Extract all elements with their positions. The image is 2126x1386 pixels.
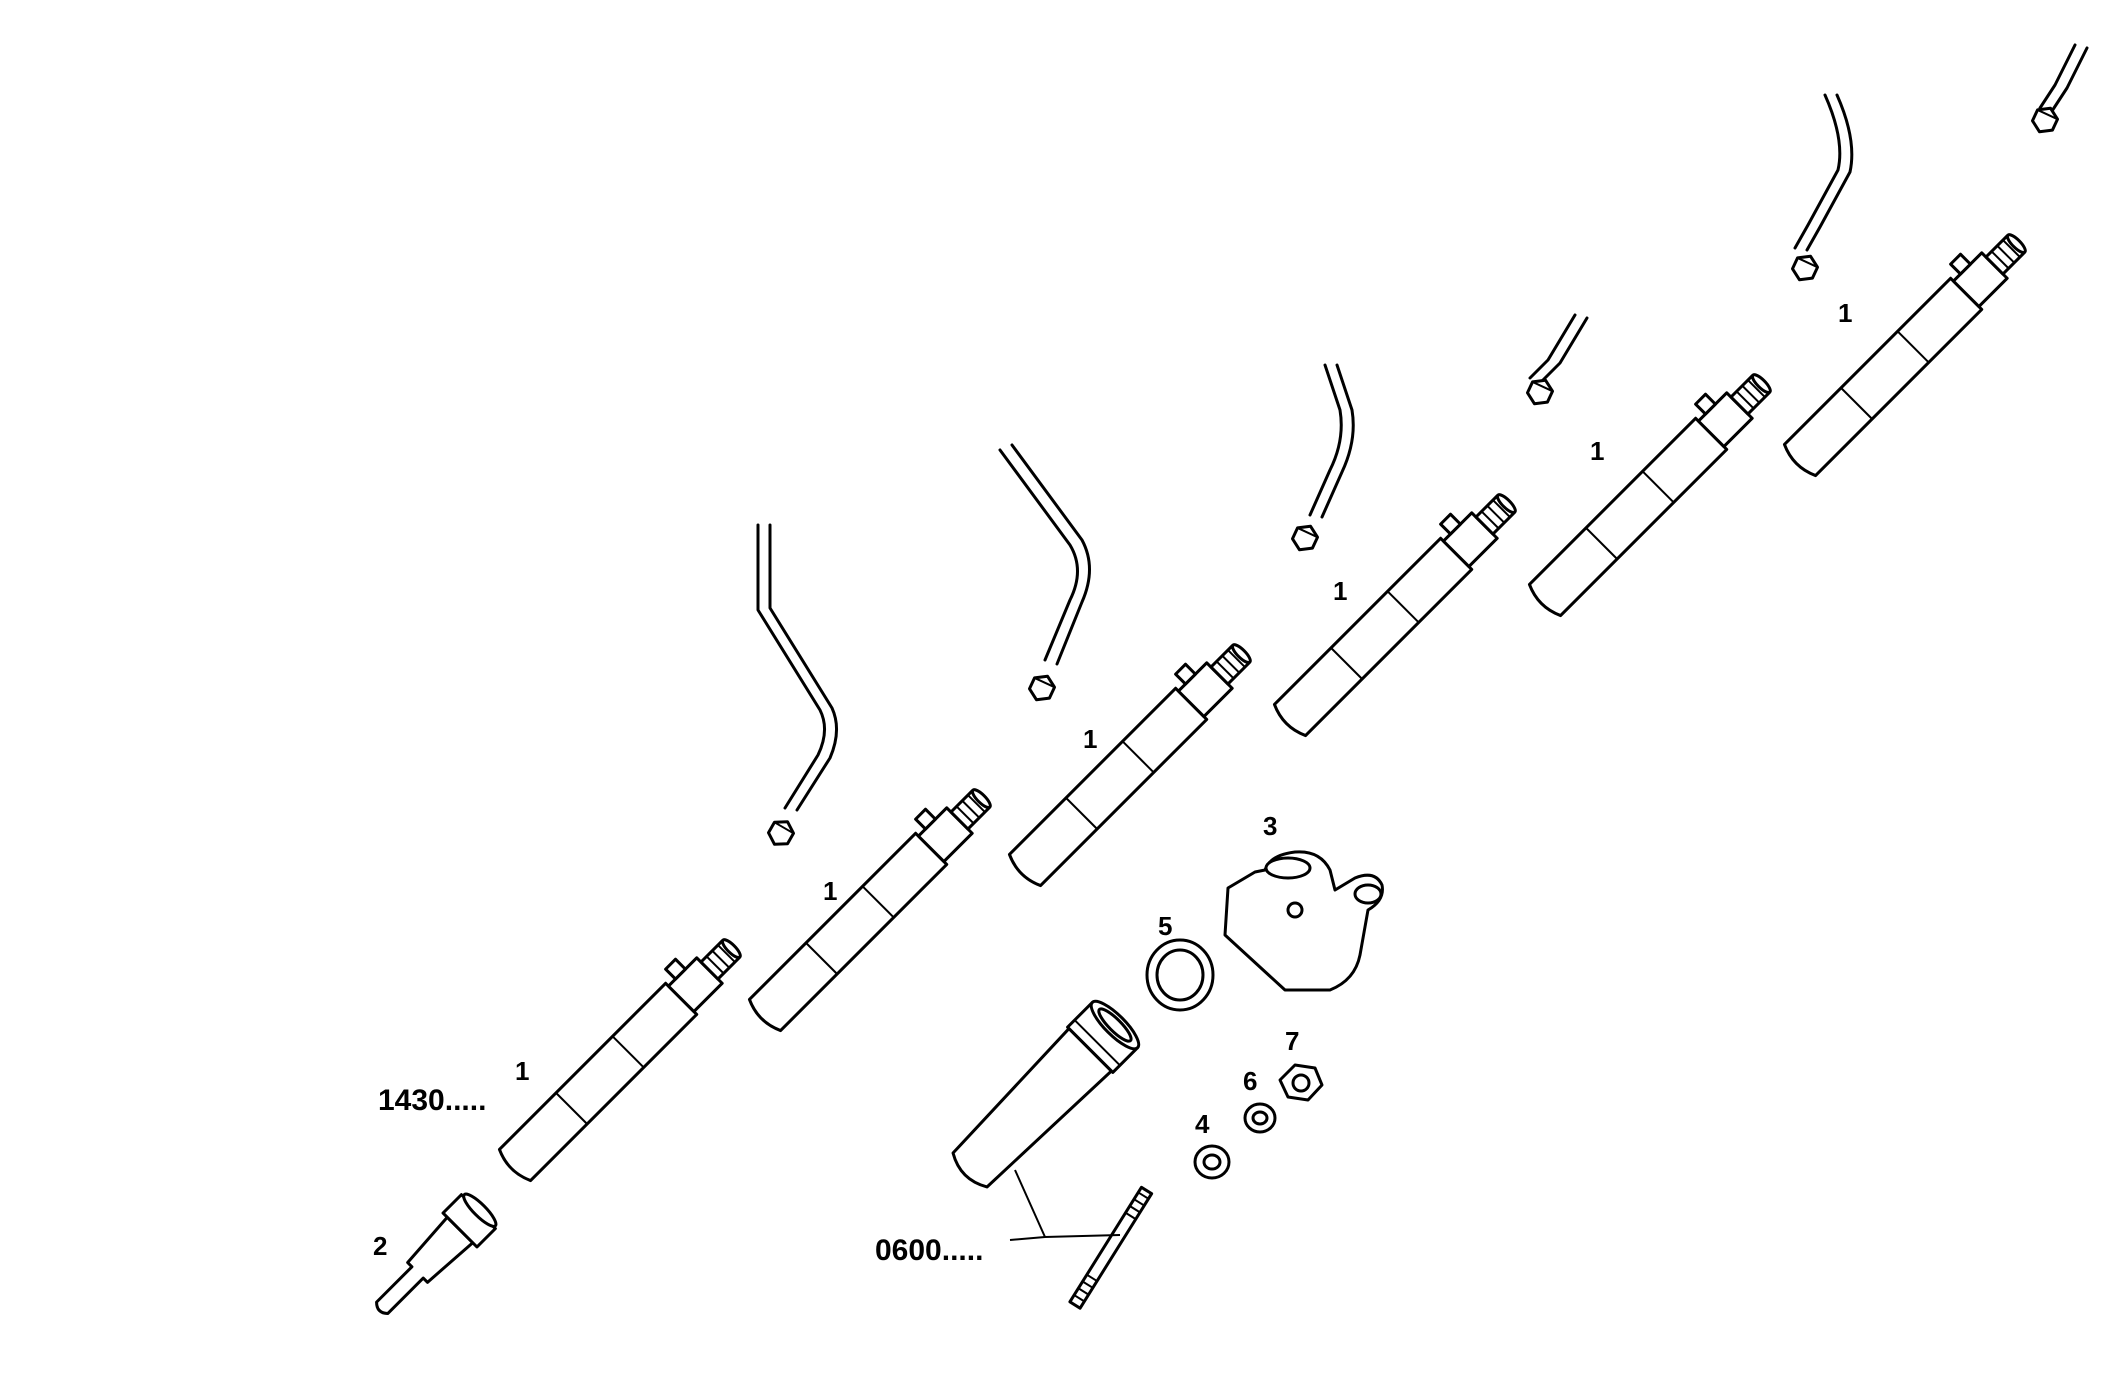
seal-ring-part (1145, 938, 1215, 1012)
injector-2 (737, 771, 1002, 1036)
injector-label: 1 (823, 876, 837, 906)
sleeve-part (951, 999, 1141, 1189)
injector-6 (1772, 216, 2037, 481)
fuel-pipe-4 (1523, 313, 1589, 410)
nozzle-part (375, 1192, 498, 1315)
washer-part (1193, 1144, 1231, 1180)
clamp-part (1223, 850, 1384, 992)
label-seal-ring: 5 (1158, 911, 1172, 941)
injector-4 (1262, 476, 1527, 741)
injector-3 (997, 626, 1262, 891)
spring-washer-part (1243, 1102, 1277, 1134)
label-spring-washer: 6 (1243, 1066, 1257, 1096)
label-nozzle: 2 (373, 1231, 387, 1261)
label-ref-injector: 1430..... (378, 1084, 486, 1117)
fuel-pipe-3 (1288, 363, 1355, 556)
injector-label: 1 (1590, 436, 1604, 466)
fuel-pipe-6 (2028, 43, 2089, 138)
fuel-pipe-2 (998, 443, 1091, 706)
leader-lines (1009, 1169, 1121, 1241)
injector-labels: 1 1 1 1 1 1 (515, 298, 1852, 1086)
fuel-pipe-5 (1788, 93, 1854, 286)
injector-label: 1 (1838, 298, 1852, 328)
injector-label: 1 (1083, 724, 1097, 754)
label-clamp: 3 (1263, 811, 1277, 841)
injector-1 (487, 921, 752, 1186)
nut-part (1278, 1063, 1324, 1102)
stud-part (1068, 1185, 1154, 1310)
fuel-pipe-1 (756, 523, 838, 852)
label-nut: 7 (1285, 1026, 1299, 1056)
injector-label: 1 (515, 1056, 529, 1086)
injector-5 (1517, 356, 1782, 621)
label-washer: 4 (1195, 1109, 1210, 1139)
injector-label: 1 (1333, 576, 1347, 606)
label-ref-sleeve: 0600..... (875, 1234, 983, 1267)
